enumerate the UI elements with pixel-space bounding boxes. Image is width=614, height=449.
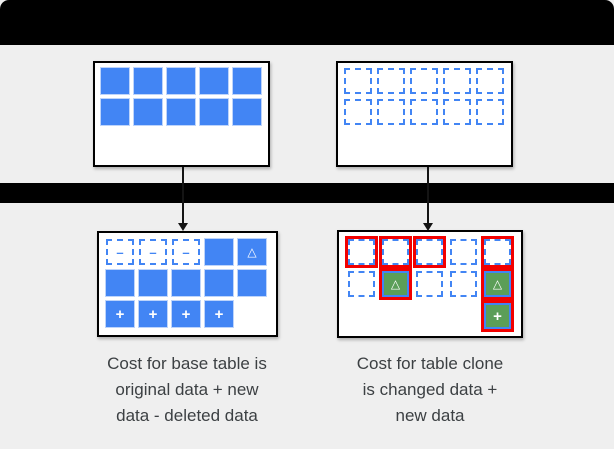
data-block-dashed — [348, 271, 375, 297]
data-block-changed: △ — [238, 239, 266, 265]
base-table-box — [93, 61, 270, 167]
data-block-added: + — [139, 301, 167, 327]
data-block-solid — [134, 99, 162, 125]
caption-line: data - deleted data — [116, 406, 258, 425]
data-block-clone-added: + — [481, 300, 514, 332]
base-table-after-box: – – – △ + + + + — [97, 231, 278, 337]
arrow-head-icon — [423, 223, 433, 231]
minus-glyph-icon: – — [182, 244, 190, 260]
caption-line: Cost for base table is — [107, 354, 267, 373]
block-row — [344, 99, 505, 125]
data-block-solid — [205, 239, 233, 265]
data-block-solid — [167, 99, 195, 125]
data-block-solid — [200, 68, 228, 94]
data-block-dashed — [450, 239, 477, 265]
plus-glyph-icon: + — [214, 305, 224, 323]
middle-black-bar — [0, 183, 614, 203]
data-block-solid — [101, 99, 129, 125]
block-row — [345, 236, 514, 268]
data-block-dashed — [344, 68, 372, 94]
data-block-dashed — [450, 271, 477, 297]
data-block-deleted: – — [139, 239, 167, 265]
delta-glyph-icon: △ — [247, 245, 257, 259]
arrow-head-icon — [178, 223, 188, 231]
data-block-dashed — [410, 99, 438, 125]
block-row: + + + + — [106, 301, 269, 327]
caption-line: new data — [395, 406, 465, 425]
data-block-deleted: – — [172, 239, 200, 265]
caption-line: Cost for table clone — [356, 354, 504, 373]
data-block-clone-changed: △ — [379, 268, 412, 300]
table-clone-after-box: △△+ — [337, 230, 523, 338]
data-block-dashed — [377, 68, 405, 94]
data-block-solid — [200, 99, 228, 125]
data-block-solid — [139, 270, 167, 296]
data-block-added: + — [172, 301, 200, 327]
block-row: + — [348, 300, 514, 332]
block-row — [101, 68, 262, 94]
data-block-clone-changed: △ — [481, 268, 514, 300]
block-row: – – – △ — [106, 239, 269, 265]
data-block-dashed — [344, 99, 372, 125]
data-block-solid — [233, 68, 261, 94]
data-block-added: + — [106, 301, 134, 327]
data-block-dashed — [410, 68, 438, 94]
data-block-clone-ref — [345, 236, 378, 268]
base-table-cost-caption: Cost for base table is original data + n… — [77, 351, 297, 429]
data-block-clone-ref — [413, 236, 446, 268]
plus-glyph-icon: + — [181, 305, 191, 323]
data-block-dashed — [476, 68, 504, 94]
block-row: △△ — [348, 268, 514, 300]
delta-glyph-icon: △ — [390, 277, 401, 291]
data-block-deleted: – — [106, 239, 134, 265]
data-block-clone-ref — [379, 236, 412, 268]
data-block-dashed — [377, 99, 405, 125]
plus-glyph-icon: + — [148, 305, 158, 323]
data-block-solid — [106, 270, 134, 296]
data-block-solid — [101, 68, 129, 94]
plus-glyph-icon: + — [493, 307, 502, 325]
table-clone-box — [336, 61, 513, 167]
top-black-bar — [0, 0, 614, 45]
data-block-added: + — [205, 301, 233, 327]
data-block-dashed — [416, 271, 443, 297]
delta-glyph-icon: △ — [492, 277, 503, 291]
arrow-line — [427, 167, 429, 223]
data-block-solid — [134, 68, 162, 94]
data-block-solid — [238, 270, 266, 296]
minus-glyph-icon: – — [149, 244, 157, 260]
data-block-dashed — [443, 68, 471, 94]
table-clone-cost-caption: Cost for table clone is changed data + n… — [320, 351, 540, 429]
data-block-solid — [205, 270, 233, 296]
data-block-clone-ref — [481, 236, 514, 268]
data-block-dashed — [443, 99, 471, 125]
block-row — [344, 68, 505, 94]
data-block-solid — [172, 270, 200, 296]
arrow-line — [182, 167, 184, 223]
caption-line: original data + new — [115, 380, 259, 399]
data-block-solid — [233, 99, 261, 125]
minus-glyph-icon: – — [116, 244, 124, 260]
block-row — [106, 270, 269, 296]
caption-line: is changed data + — [362, 380, 498, 399]
data-block-solid — [167, 68, 195, 94]
data-block-dashed — [476, 99, 504, 125]
plus-glyph-icon: + — [115, 305, 125, 323]
block-row — [101, 99, 262, 125]
